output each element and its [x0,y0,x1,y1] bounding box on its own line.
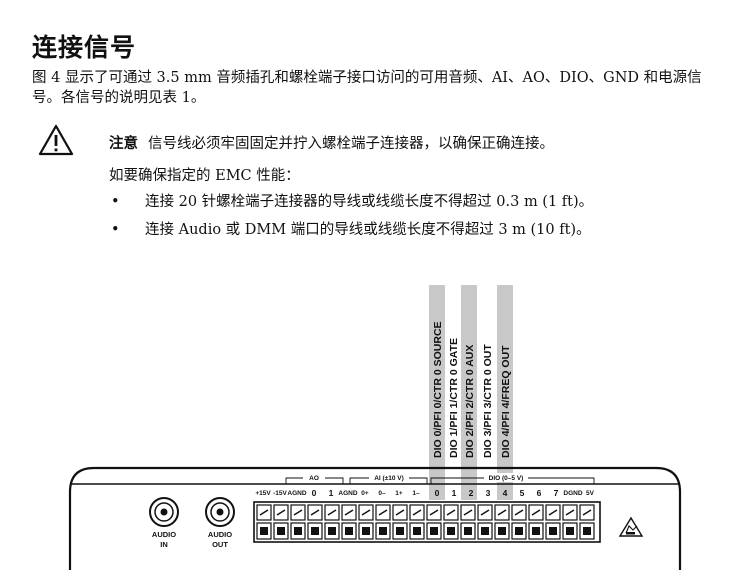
screw-terminal [358,504,374,540]
screw-terminal [341,504,357,540]
screw-terminal [460,504,476,540]
screw-terminal [545,504,561,540]
screw-terminal [290,504,306,540]
caution-label: 注意 [109,136,138,152]
audio-in-jack [149,497,179,527]
svg-text:1: 1 [452,488,457,498]
signal-label-dio3: DIO 3/PFI 3/CTR 0 OUT [482,344,494,458]
emc-list: 连接 20 针螺栓端子连接器的导线或线缆长度不得超过 0.3 m (1 ft)。… [109,192,593,248]
audio-in-label: IN [160,540,168,549]
svg-text:+15V: +15V [255,490,271,497]
signal-label-dio1: DIO 1/PFI 1/CTR 0 GATE [448,338,460,458]
device-outline [68,466,682,570]
svg-text:AGND: AGND [287,490,306,497]
group-label-dio: DIO (0–5 V) [489,475,524,482]
svg-text:4: 4 [503,488,508,498]
signal-bar [429,285,445,500]
svg-text:0: 0 [435,488,440,498]
screw-terminal [426,504,442,540]
signal-bar [497,285,513,500]
intro-paragraph: 图 4 显示了可通过 3.5 mm 音频插孔和螺栓端子接口访问的可用音频、AI、… [32,70,702,106]
screw-terminal [324,504,340,540]
group-label-ai: AI (±10 V) [374,475,404,482]
screw-terminals [256,504,595,540]
svg-text:2: 2 [469,488,474,498]
audio-in-label: AUDIO [152,530,176,539]
signal-bar [461,285,477,500]
screw-terminal [511,504,527,540]
svg-text:-15V: -15V [273,490,287,497]
screw-terminal [562,504,578,540]
list-item: 连接 Audio 或 DMM 端口的导线或线缆长度不得超过 3 m (10 ft… [109,220,593,248]
screw-terminal [409,504,425,540]
connector-diagram: DIO 0/PFI 0/CTR 0 SOURCE DIO 1/PFI 1/CTR… [68,285,682,570]
signal-label-dio0: DIO 0/PFI 0/CTR 0 SOURCE [432,321,444,458]
screw-terminal [392,504,408,540]
svg-text:5V: 5V [586,490,595,497]
screw-terminal [528,504,544,540]
svg-text:6: 6 [537,488,542,498]
svg-text:0–: 0– [378,490,386,497]
svg-text:3: 3 [486,488,491,498]
esd-warning-icon [618,516,644,537]
svg-text:7: 7 [554,488,559,498]
caution-text: 信号线必须牢固固定并拧入螺栓端子连接器，以确保正确连接。 [148,136,554,152]
caution-icon [38,124,74,156]
screw-terminal [443,504,459,540]
screw-terminal [477,504,493,540]
screw-terminal [579,504,595,540]
caution-note: 注意信号线必须牢固固定并拧入螺栓端子连接器，以确保正确连接。 [109,132,554,153]
svg-text:AGND: AGND [338,490,357,497]
audio-out-jack [205,497,235,527]
audio-out-label: AUDIO [208,530,232,539]
audio-out-label: OUT [212,540,228,549]
svg-text:DGND: DGND [563,490,582,497]
svg-text:0: 0 [312,488,317,498]
svg-text:1+: 1+ [395,490,403,497]
svg-text:1–: 1– [412,490,420,497]
signal-label-dio2: DIO 2/PFI 2/CTR 0 AUX [464,345,476,458]
screw-terminal [256,504,272,540]
svg-text:0+: 0+ [361,490,369,497]
screw-terminal [375,504,391,540]
group-label-ao: AO [309,475,319,482]
screw-terminal [273,504,289,540]
terminal-labels: +15V -15V AGND 0 1 AGND 0+ 0– 1+ 1– 0 1 … [255,488,594,498]
screw-terminal [307,504,323,540]
signal-label-dio4: DIO 4/PFI 4/FREQ OUT [500,345,512,458]
svg-text:5: 5 [520,488,525,498]
screw-terminal [494,504,510,540]
emc-intro: 如要确保指定的 EMC 性能： [109,168,300,184]
list-item: 连接 20 针螺栓端子连接器的导线或线缆长度不得超过 0.3 m (1 ft)。 [109,192,593,220]
svg-text:1: 1 [329,488,334,498]
page-title: 连接信号 [32,33,137,62]
